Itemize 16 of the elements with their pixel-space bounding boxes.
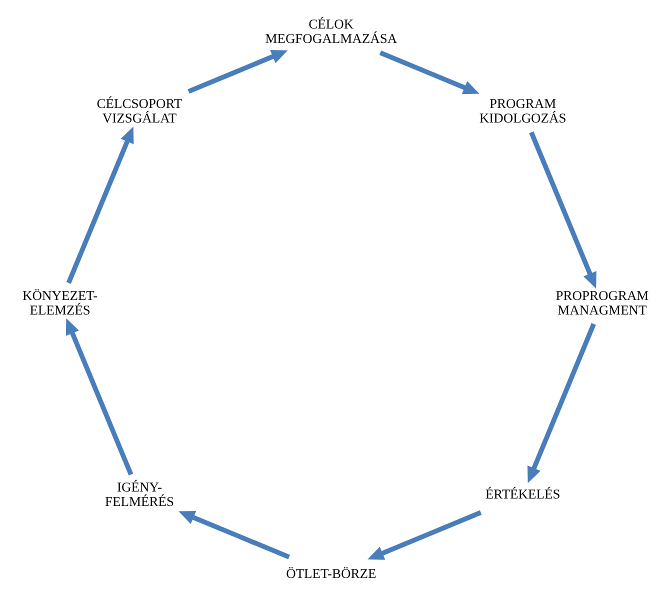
arrow [527, 323, 596, 484]
node-text: ÉRTÉKELÉS [485, 486, 560, 502]
arrow [368, 510, 482, 560]
node-text: PROPROGRAM MANAGMENT [556, 288, 649, 318]
node-text: PROGRAM KIDOLGOZÁS [479, 96, 566, 126]
arrow [178, 510, 290, 560]
arrow [66, 318, 134, 476]
node-text: KÖNYEZET- ELEMZÉS [22, 288, 98, 318]
arrow [66, 126, 134, 284]
node-text: ÖTLET-BÖRZE [286, 566, 376, 582]
node-text: IGÉNY- FELMÉRÉS [105, 479, 174, 509]
arrow [529, 131, 596, 289]
node-text: CÉLOK MEGFOGALMAZÁSA [265, 16, 398, 46]
arrow [379, 50, 480, 94]
arrow [188, 50, 288, 94]
node-text: CÉLCSOPORT VIZSGÁLAT [96, 96, 182, 126]
